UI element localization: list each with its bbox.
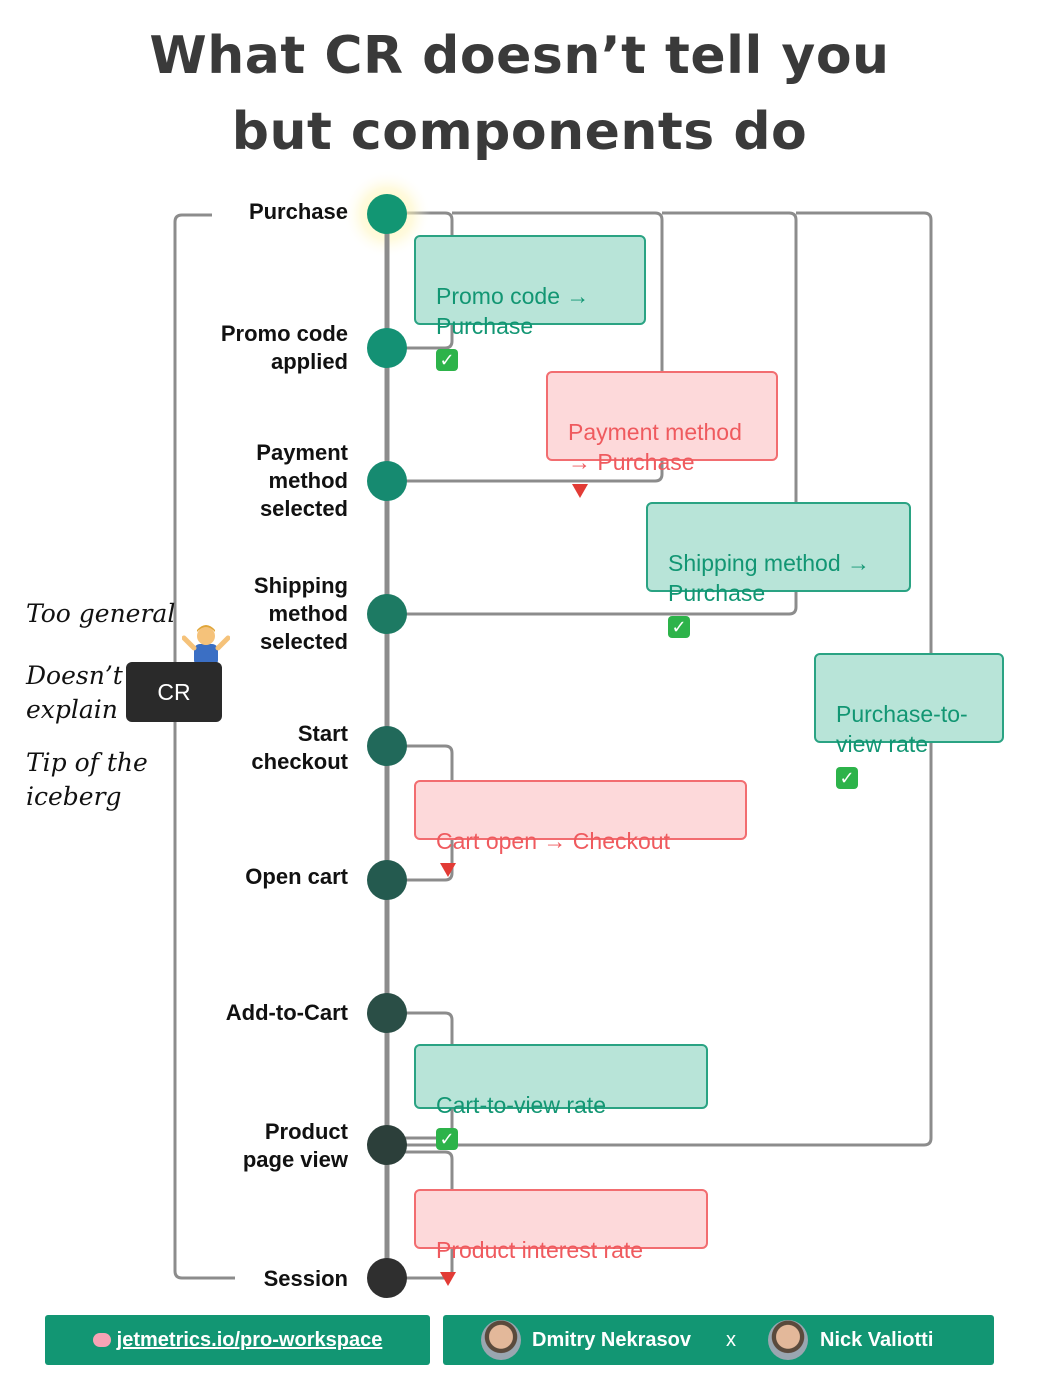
- step-circles: [367, 194, 407, 1298]
- title-line-2: but components do: [231, 102, 808, 162]
- step-label-product-page-view: Product page view: [242, 1119, 348, 1172]
- cr-bracket-line: [173, 213, 235, 1280]
- connector-shipping-purchase: [405, 211, 798, 616]
- step-label-shipping-method-selected: Shipping method selected: [253, 573, 348, 654]
- avatar-nick: [768, 1320, 808, 1360]
- component-text: Purchase-to- view rate: [836, 701, 968, 757]
- check-mark-icon: ✓: [668, 616, 690, 638]
- step-node: [367, 594, 407, 634]
- component-box-cart-to-view: Cart-to-view rate ✓: [414, 1044, 708, 1150]
- component-box-promo-purchase: Promo code → Purchase ✓: [414, 235, 646, 371]
- connector-payment-purchase: [405, 211, 664, 483]
- cr-label-box: CR: [126, 662, 222, 722]
- check-mark-icon: ✓: [836, 767, 858, 789]
- cr-note-doesnt-explain: Doesn’t explain: [26, 661, 123, 724]
- component-box-payment-purchase: Payment method → Purchase: [546, 371, 778, 498]
- component-box-cart-checkout: Cart open → Checkout: [414, 780, 747, 877]
- step-label-promo-code-applied: Promo code applied: [220, 321, 348, 374]
- down-triangle-icon: [440, 863, 456, 877]
- page-title: What CR doesn’t tell you but components …: [0, 18, 1039, 170]
- step-label-start-checkout: Start checkout: [251, 721, 348, 774]
- step-node: [367, 1258, 407, 1298]
- avatar-dmitry: [481, 1320, 521, 1360]
- check-mark-icon: ✓: [436, 1128, 458, 1150]
- cr-note-tip-of-iceberg: Tip of the iceberg: [26, 748, 148, 811]
- author-dmitry-name: Dmitry Nekrasov: [532, 1329, 691, 1351]
- step-node: [367, 194, 407, 234]
- component-text: Cart open → Checkout: [436, 828, 670, 854]
- author-nick-name: Nick Valiotti: [820, 1329, 934, 1351]
- down-triangle-icon: [440, 1272, 456, 1286]
- component-text: Payment method → Purchase: [568, 419, 742, 475]
- step-label-purchase: Purchase: [248, 199, 348, 224]
- step-node: [367, 328, 407, 368]
- title-line-1: What CR doesn’t tell you: [149, 26, 890, 86]
- step-node: [367, 461, 407, 501]
- step-label-session: Session: [263, 1266, 348, 1291]
- down-triangle-icon: [572, 484, 588, 498]
- person-shrugging-icon: [182, 625, 230, 666]
- brain-icon: [92, 1333, 111, 1347]
- component-text: Product interest rate: [436, 1237, 644, 1263]
- footer-link-bar[interactable]: jetmetrics.io/pro-workspace: [45, 1315, 430, 1365]
- step-label-add-to-cart: Add-to-Cart: [225, 1000, 348, 1025]
- footer-authors-bar: Dmitry Nekrasov x Nick Valiotti: [443, 1315, 994, 1365]
- component-box-purchase-to-view: Purchase-to- view rate ✓: [814, 653, 1004, 789]
- component-box-product-interest: Product interest rate: [414, 1189, 708, 1286]
- step-label-open-cart: Open cart: [245, 864, 348, 889]
- step-node: [367, 1125, 407, 1165]
- check-mark-icon: ✓: [436, 349, 458, 371]
- component-box-shipping-purchase: Shipping method → Purchase ✓: [646, 502, 911, 638]
- component-text: Shipping method → Purchase: [668, 550, 871, 606]
- author-separator: x: [726, 1329, 736, 1351]
- cr-note-too-general: Too general: [26, 599, 176, 628]
- footer-link[interactable]: jetmetrics.io/pro-workspace: [116, 1329, 383, 1351]
- component-text: Cart-to-view rate: [436, 1092, 606, 1118]
- step-node: [367, 860, 407, 900]
- step-label-payment-method-selected: Payment method selected: [256, 440, 348, 521]
- step-node: [367, 993, 407, 1033]
- step-node: [367, 726, 407, 766]
- component-text: Promo code → Purchase: [436, 283, 590, 339]
